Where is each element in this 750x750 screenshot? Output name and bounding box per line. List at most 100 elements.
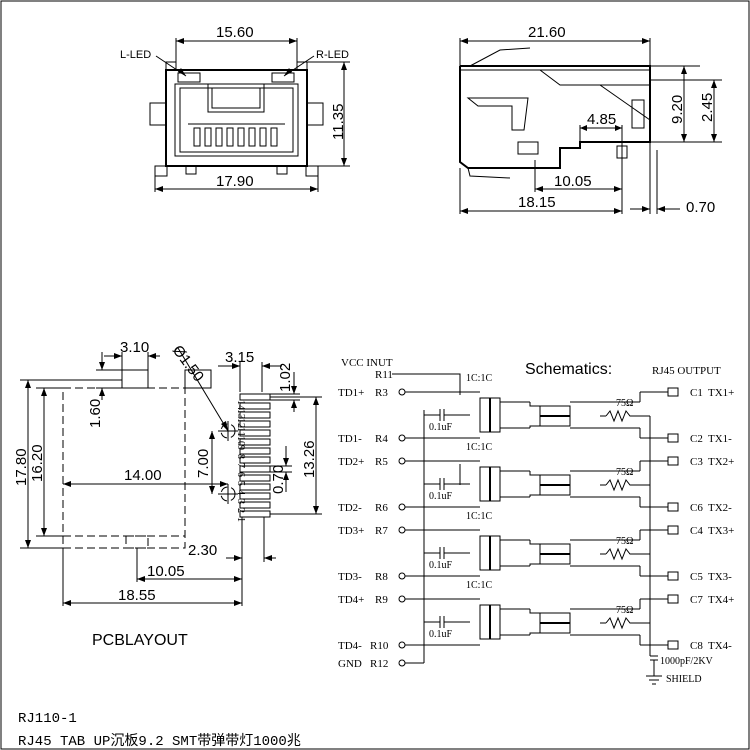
left-pin-ref: R9 xyxy=(375,594,388,606)
transformer-ch3 xyxy=(479,535,640,571)
cap-value: 0.1uF xyxy=(429,422,453,433)
left-pin-ref: R11 xyxy=(375,369,393,381)
pin-number: 9 xyxy=(235,445,246,450)
side-dim-d-label: 0.70 xyxy=(686,199,715,216)
transformer-ch4 xyxy=(479,604,640,640)
pcb-d8-label: 14.00 xyxy=(124,467,162,484)
latch-block xyxy=(207,83,265,113)
pin-number: 3 xyxy=(235,499,246,504)
pad-right xyxy=(184,369,212,389)
cap-value: 0.1uF xyxy=(429,560,453,571)
left-pin-signal: TD1- xyxy=(338,433,362,445)
pcb-outline xyxy=(62,387,186,537)
pad-left xyxy=(121,369,149,389)
transformer-ch1 xyxy=(479,397,640,433)
pcb-d14-label: 18.55 xyxy=(118,587,156,604)
capacitors: 0.1uF 0.1uF 0.1uF 0.1uF xyxy=(424,409,470,640)
left-pin-circles xyxy=(398,388,406,667)
left-pin-ref: R12 xyxy=(370,658,388,670)
transformer-ch2 xyxy=(479,466,640,502)
ratio-label: 1C:1C xyxy=(466,580,492,591)
pin-number: 11 xyxy=(235,427,246,437)
l-led-window xyxy=(177,72,201,83)
resistor-value: 75Ω xyxy=(616,536,633,547)
right-pins: C1 TX1+ C2 TX1- C3 TX2+ C6 TX2- C4 TX3+ … xyxy=(690,387,734,652)
pin-number: 4 xyxy=(235,490,246,495)
left-pin-signal: TD2+ xyxy=(338,456,364,468)
left-pin-signal: TD3+ xyxy=(338,525,364,537)
right-pin-ref: C1 xyxy=(690,387,703,399)
ratio-label: 1C:1C xyxy=(466,442,492,453)
left-pin-ref: R4 xyxy=(375,433,388,445)
pcb-d12-label: 2.30 xyxy=(188,542,217,559)
pin-number: 12 xyxy=(235,418,246,428)
left-pin-ref: R5 xyxy=(375,456,388,468)
pin-number: 5 xyxy=(235,481,246,486)
front-width-bottom-label: 17.90 xyxy=(216,173,254,190)
pcb-d11-label: 13.26 xyxy=(301,440,318,478)
pcb-d7-label: 16.20 xyxy=(29,444,46,482)
front-right-ear xyxy=(306,102,324,126)
right-pin-ref: C3 xyxy=(690,456,703,468)
side-height-b-label: 2.45 xyxy=(699,93,716,122)
right-pin-ref: C4 xyxy=(690,525,703,537)
left-pin-ref: R7 xyxy=(375,525,388,537)
left-pin-signal: TD4- xyxy=(338,640,362,652)
pin-number: 13 xyxy=(235,409,246,419)
pin-number: 1 xyxy=(235,517,246,522)
right-pin-signal: TX4- xyxy=(708,640,732,652)
pin-number: 6 xyxy=(235,472,246,477)
right-pin-signal: TX1+ xyxy=(708,387,734,399)
pcb-d10-label: 0.70 xyxy=(270,465,287,494)
right-pin-signal: TX3+ xyxy=(708,525,734,537)
pcb-layout-title: PCBLAYOUT xyxy=(92,632,188,649)
left-pin-ref: R3 xyxy=(375,387,388,399)
pcb-d2-label: Ø1.50 xyxy=(169,342,207,385)
left-pin-ref: R6 xyxy=(375,502,388,514)
cap-value: 0.1uF xyxy=(429,491,453,502)
pcb-d4-label: 1.02 xyxy=(277,363,294,392)
pcb-layout: 14 13 12 11 10 9 8 7 6 5 4 3 2 1 3.10 Ø1… xyxy=(13,339,322,649)
r-led-window xyxy=(271,72,295,83)
right-pin-squares xyxy=(667,387,679,650)
side-body xyxy=(459,65,651,169)
vcc-input-label: VCC INUT xyxy=(341,357,393,369)
left-pin-signal: TD2- xyxy=(338,502,362,514)
right-pin-signal: TX4+ xyxy=(708,594,734,606)
left-pin-signal: GND xyxy=(338,658,362,670)
right-pin-ref: C5 xyxy=(690,571,703,583)
pcb-d9-label: 7.00 xyxy=(195,449,212,478)
right-pin-ref: C2 xyxy=(690,433,703,445)
front-view: 15.60 17.90 11.35 L-LED R-LED xyxy=(120,24,350,192)
shield-label: SHIELD xyxy=(666,674,702,685)
pcb-d3-label: 3.15 xyxy=(225,349,254,366)
channel-wiring xyxy=(405,391,480,664)
pcb-d13-label: 10.05 xyxy=(147,563,185,580)
side-height-a-label: 9.20 xyxy=(669,95,686,124)
front-contacts xyxy=(193,127,278,147)
right-pin-ref: C7 xyxy=(690,594,703,606)
right-pin-ref: C8 xyxy=(690,640,703,652)
pin-number: 14 xyxy=(235,400,246,410)
part-number: RJ110-1 xyxy=(18,711,77,727)
resistor-value: 75Ω xyxy=(616,605,633,616)
left-pins: R11 TD1+ R3 TD1- R4 TD2+ R5 TD2- R6 TD3+… xyxy=(338,369,393,670)
front-width-top-label: 15.60 xyxy=(216,24,254,41)
front-left-ear xyxy=(149,102,167,126)
pcb-d1-label: 3.10 xyxy=(120,339,149,356)
right-pin-signal: TX1- xyxy=(708,433,732,445)
side-length-label: 21.60 xyxy=(528,24,566,41)
hv-cap-label: 1000pF/2KV xyxy=(660,656,714,667)
right-pin-ref: C6 xyxy=(690,502,703,514)
front-height-label: 11.35 xyxy=(330,104,347,140)
cap-value: 0.1uF xyxy=(429,629,453,640)
part-description: RJ45 TAB UP沉板9.2 SMT带弹带灯1000兆 xyxy=(18,733,301,750)
left-pin-ref: R10 xyxy=(370,640,389,652)
left-pin-signal: TD4+ xyxy=(338,594,364,606)
pcb-d5-label: 1.60 xyxy=(87,399,104,428)
pin-number: 7 xyxy=(235,463,246,468)
side-dim-c-label: 18.15 xyxy=(518,194,556,211)
